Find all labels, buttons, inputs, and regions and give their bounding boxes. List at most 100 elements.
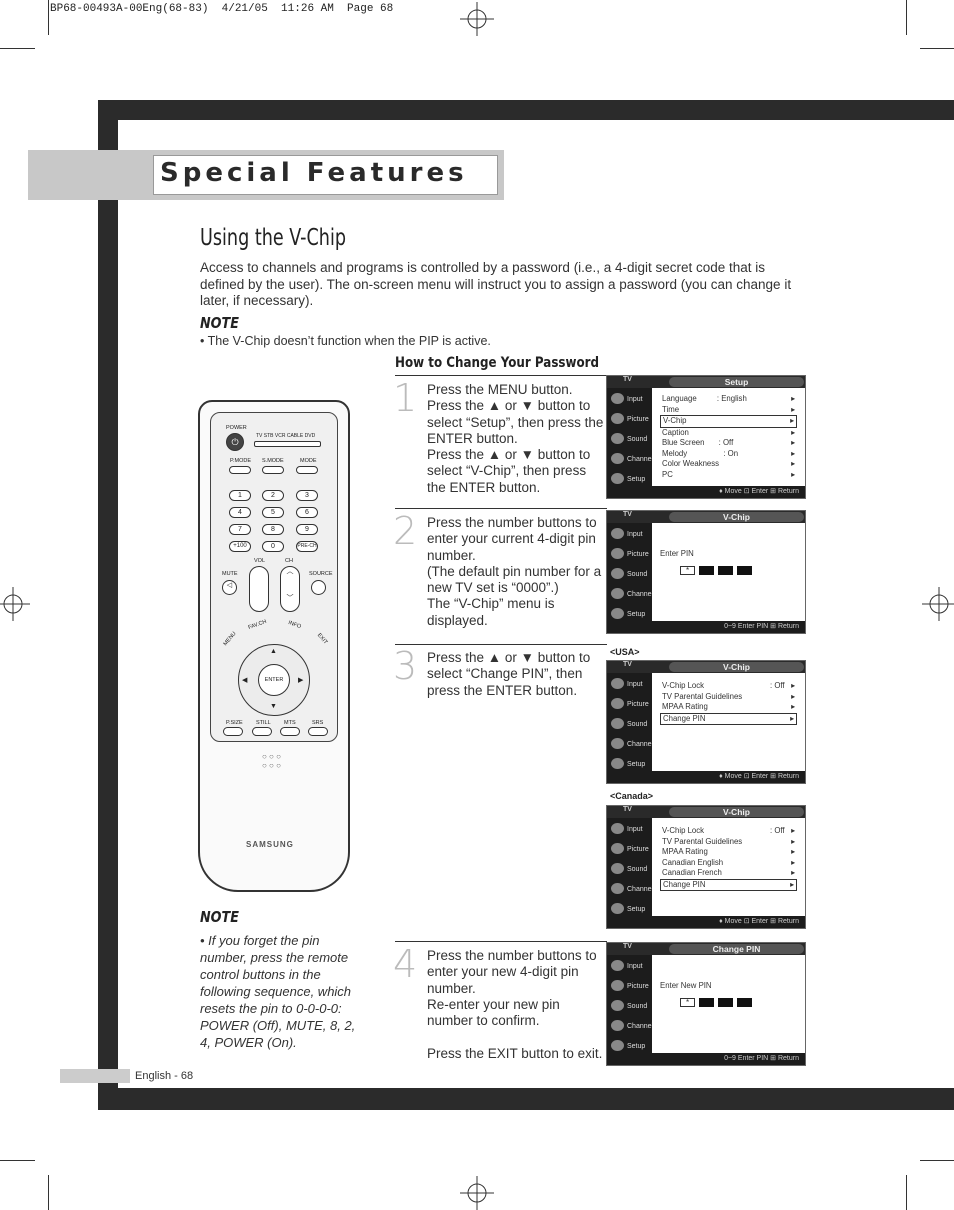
- pin-digit: [699, 997, 714, 1007]
- pin-digit: [718, 997, 733, 1007]
- mode-button: [296, 466, 318, 474]
- screen-title: Change PIN: [669, 944, 804, 954]
- crop-mark: [0, 1160, 35, 1161]
- tv-label: TV: [623, 806, 632, 813]
- digit-button: 1: [229, 490, 251, 501]
- source-button: [311, 580, 326, 595]
- crop-mark: [920, 48, 954, 49]
- tv-menu: Input Picture Sound Channel Setup: [607, 523, 653, 621]
- menu-picture: Picture: [607, 838, 652, 858]
- mute-icon: ◁: [222, 580, 237, 595]
- region-label-canada: <Canada>: [610, 791, 654, 801]
- page-number: English - 68: [135, 1070, 194, 1082]
- crop-mark: [0, 48, 35, 49]
- screen-title: Setup: [669, 377, 804, 387]
- menu-row-selected: V-Chip▸: [660, 415, 797, 428]
- pin-prompt: Enter PIN: [660, 549, 694, 558]
- step-divider: [395, 644, 607, 645]
- tv-menu: Input Picture Sound Channel Setup: [607, 673, 653, 773]
- power-label: POWER: [226, 425, 247, 431]
- digit-button: 6: [296, 507, 318, 518]
- source-labels: TV STB VCR CABLE DVD: [256, 433, 316, 439]
- page-heading: Using the V-Chip: [200, 225, 347, 251]
- crop-mark: [48, 1175, 49, 1210]
- tv-nav-hint: ♦ Move ⊡ Enter ⊞ Return: [607, 916, 805, 928]
- menu-picture: Picture: [607, 693, 652, 713]
- vol-label: VOL: [254, 558, 266, 564]
- pin-digit: [718, 565, 733, 575]
- pin-digit: *: [680, 997, 695, 1007]
- menu-picture: Picture: [607, 543, 652, 563]
- menu-input: Input: [607, 523, 652, 543]
- menu-setup: Setup: [607, 753, 652, 773]
- menu-row: Blue Screen : Off▸: [662, 438, 795, 447]
- menu-sound: Sound: [607, 995, 652, 1015]
- menu-sound: Sound: [607, 428, 652, 448]
- up-arrow-icon: ▲: [270, 648, 277, 655]
- step-text: Press the number buttons to enter your c…: [427, 515, 602, 628]
- menu-setup: Setup: [607, 468, 652, 488]
- bottom-bar: [98, 1088, 954, 1110]
- digit-button: 7: [229, 524, 251, 535]
- pin-prompt: Enter New PIN: [660, 981, 712, 990]
- source-label: SOURCE: [309, 571, 333, 577]
- step-number: 4: [393, 942, 418, 986]
- menu-row: MPAA Rating▸: [662, 702, 795, 711]
- psize-button: [223, 727, 243, 736]
- mts-label: MTS: [284, 720, 296, 726]
- registration-mark-icon: [460, 2, 494, 36]
- registration-mark-icon: [922, 587, 954, 621]
- menu-row: TV Parental Guidelines▸: [662, 691, 795, 701]
- digit-button: 9: [296, 524, 318, 535]
- screen-title: V-Chip: [669, 662, 804, 672]
- crop-mark: [48, 0, 49, 35]
- tv-menu: Input Picture Sound Channel Setup: [607, 388, 653, 488]
- menu-row: MPAA Rating▸: [662, 847, 795, 856]
- menu-channel: Channel: [607, 878, 653, 898]
- menu-picture: Picture: [607, 975, 652, 995]
- ch-rocker: ︿﹀: [280, 566, 300, 612]
- menu-sound: Sound: [607, 713, 652, 733]
- digit-button: 8: [262, 524, 284, 535]
- digit-button: 4: [229, 507, 251, 518]
- psize-label: P.SIZE: [226, 720, 243, 726]
- mts-button: [280, 727, 300, 736]
- tv-menu: Input Picture Sound Channel Setup: [607, 955, 653, 1055]
- step-number: 1: [393, 376, 418, 420]
- pin-boxes: *: [660, 565, 797, 577]
- pin-digit: [699, 565, 714, 575]
- menu-row: V-Chip Lock: Off ▸: [662, 826, 795, 835]
- crop-mark: [920, 1160, 954, 1161]
- menu-row: Color Weakness▸: [662, 459, 795, 468]
- menu-row: Language : English▸: [662, 394, 795, 403]
- tv-nav-hint: ♦ Move ⊡ Enter ⊞ Return: [607, 771, 805, 783]
- section-banner-box: [153, 155, 498, 195]
- brand-logo: SAMSUNG: [246, 840, 294, 849]
- menu-input: Input: [607, 818, 652, 838]
- prech-button: PRE-CH: [296, 541, 318, 552]
- mode-label: MODE: [300, 458, 317, 464]
- section-title: Special Features: [160, 158, 468, 188]
- tv-nav-hint: 0~9 Enter PIN ⊞ Return: [607, 621, 805, 633]
- menu-setup: Setup: [607, 1035, 652, 1055]
- tv-label: TV: [623, 511, 632, 518]
- srs-label: SRS: [312, 720, 324, 726]
- step-text: Press the number buttons to enter your n…: [427, 948, 603, 1061]
- step-number: 3: [393, 644, 418, 688]
- pmode-button: [229, 466, 251, 474]
- digit-button: 0: [262, 541, 284, 552]
- menu-channel: Channel: [607, 583, 653, 603]
- menu-row: Caption▸: [662, 427, 795, 437]
- menu-row: Melody : On▸: [662, 448, 795, 458]
- right-arrow-icon: ▶: [298, 677, 304, 684]
- note-text: • If you forget the pin number, press th…: [200, 933, 356, 1050]
- ch-label: CH: [285, 558, 293, 564]
- indicator-dots: ○ ○ ○○ ○ ○: [262, 752, 281, 770]
- menu-input: Input: [607, 673, 652, 693]
- tv-nav-hint: 0~9 Enter PIN ⊞ Return: [607, 1053, 805, 1065]
- step-number: 2: [393, 509, 418, 553]
- menu-channel: Channel: [607, 448, 653, 468]
